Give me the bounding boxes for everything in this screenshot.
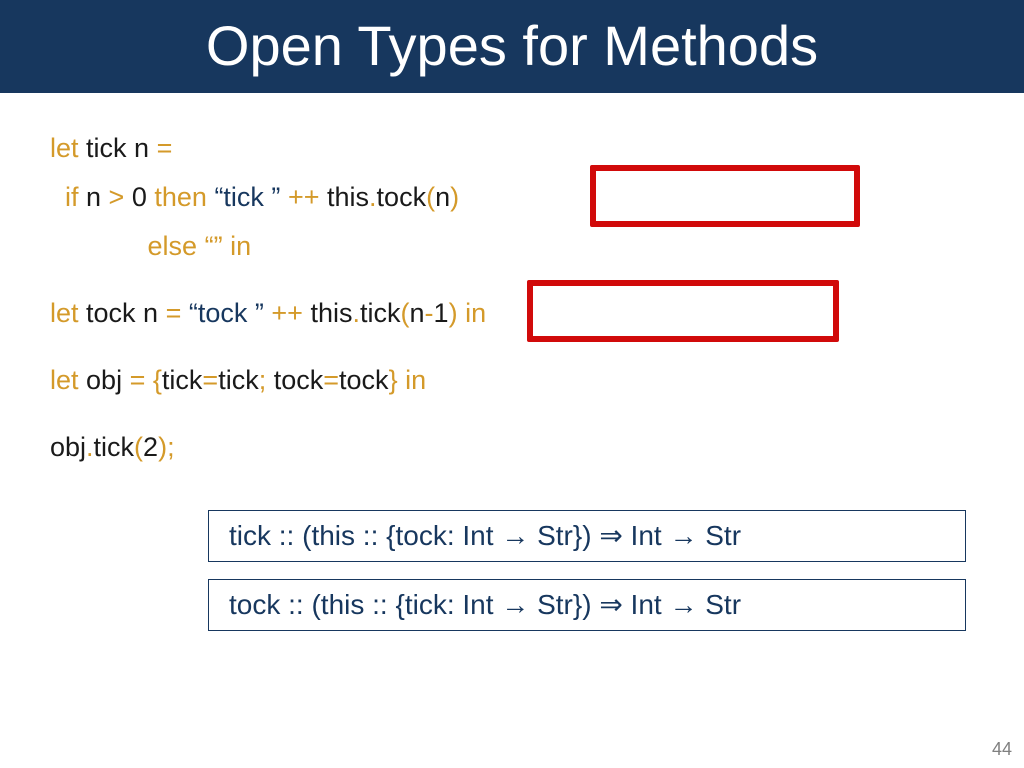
code-line-4: let tock n = “tock ” ++ this.tick(n-1) i… bbox=[50, 297, 486, 329]
space bbox=[145, 365, 153, 395]
keyword-else: else bbox=[147, 231, 198, 261]
keyword-in: in bbox=[405, 365, 427, 395]
space bbox=[319, 182, 327, 212]
keyword-if: if bbox=[65, 182, 79, 212]
operator-gt: > bbox=[108, 182, 125, 212]
keyword-let: let bbox=[50, 365, 79, 395]
tock-type-box: tock :: (this :: {tick: Int → Str}) ⇒ In… bbox=[208, 579, 966, 631]
keyword-in: in bbox=[230, 231, 252, 261]
field-value: tick bbox=[218, 365, 259, 395]
code-line-5: let obj = {tick=tick; tock=tock} in bbox=[50, 364, 426, 396]
operator-concat: ++ bbox=[271, 298, 303, 328]
title-bar bbox=[0, 0, 1024, 93]
code-line-2: if n > 0 then “tick ” ++ this.tock(n) bbox=[50, 181, 459, 213]
code-number: 0 bbox=[124, 182, 155, 212]
paren-close: ) bbox=[450, 182, 460, 212]
semicolon: ; bbox=[258, 365, 267, 395]
paren-open: ( bbox=[400, 298, 410, 328]
code-arg: n bbox=[409, 298, 425, 328]
indent bbox=[50, 182, 65, 212]
space bbox=[223, 231, 231, 261]
code-line-1: let tick n = bbox=[50, 132, 172, 164]
semicolon: ; bbox=[167, 432, 175, 462]
code-obj: obj bbox=[50, 432, 87, 462]
code-arg: n bbox=[435, 182, 451, 212]
tick-type-box: tick :: (this :: {tock: Int → Str}) ⇒ In… bbox=[208, 510, 966, 562]
paren-open: ( bbox=[134, 432, 144, 462]
code-line-3: else “” in bbox=[50, 230, 252, 262]
code-text: obj bbox=[78, 365, 130, 395]
paren-close: ) bbox=[158, 432, 168, 462]
field-name: tock bbox=[273, 365, 324, 395]
operator-dot: . bbox=[369, 182, 377, 212]
code-text: tick n bbox=[78, 133, 157, 163]
code-number: 2 bbox=[143, 432, 159, 462]
code-method: tock bbox=[376, 182, 427, 212]
operator-equals: = bbox=[165, 298, 182, 328]
keyword-let: let bbox=[50, 298, 79, 328]
string-literal: “tock ” bbox=[188, 298, 264, 328]
space bbox=[280, 182, 288, 212]
page-number: 44 bbox=[991, 739, 1012, 759]
operator-equals: = bbox=[129, 365, 146, 395]
operator-equals: = bbox=[323, 365, 340, 395]
operator-equals: = bbox=[202, 365, 219, 395]
string-empty: “” bbox=[204, 231, 223, 261]
operator-minus: - bbox=[424, 298, 434, 328]
code-this: this bbox=[327, 182, 370, 212]
operator-equals: = bbox=[156, 133, 173, 163]
paren-open: ( bbox=[426, 182, 436, 212]
space bbox=[458, 298, 466, 328]
operator-concat: ++ bbox=[287, 182, 320, 212]
highlight-box-tock bbox=[590, 165, 860, 227]
highlight-box-tick bbox=[527, 280, 839, 342]
code-this: this bbox=[310, 298, 353, 328]
space bbox=[398, 365, 406, 395]
string-literal: “tick ” bbox=[214, 182, 281, 212]
brace-close: } bbox=[388, 365, 398, 395]
keyword-then: then bbox=[154, 182, 207, 212]
operator-dot: . bbox=[352, 298, 361, 328]
code-number: 1 bbox=[433, 298, 449, 328]
space bbox=[197, 231, 205, 261]
space bbox=[181, 298, 189, 328]
code-method: tick bbox=[93, 432, 135, 462]
operator-dot: . bbox=[86, 432, 94, 462]
indent bbox=[50, 231, 148, 261]
field-value: tock bbox=[339, 365, 389, 395]
code-text: n bbox=[78, 182, 109, 212]
brace-open: { bbox=[152, 365, 162, 395]
code-method: tick bbox=[360, 298, 401, 328]
keyword-in: in bbox=[465, 298, 487, 328]
field-name: tick bbox=[161, 365, 203, 395]
code-text: tock n bbox=[78, 298, 166, 328]
keyword-let: let bbox=[50, 133, 79, 163]
paren-close: ) bbox=[448, 298, 458, 328]
slide-title: Open Types for Methods bbox=[205, 14, 819, 77]
code-line-6: obj.tick(2); bbox=[50, 431, 175, 463]
space bbox=[266, 365, 274, 395]
